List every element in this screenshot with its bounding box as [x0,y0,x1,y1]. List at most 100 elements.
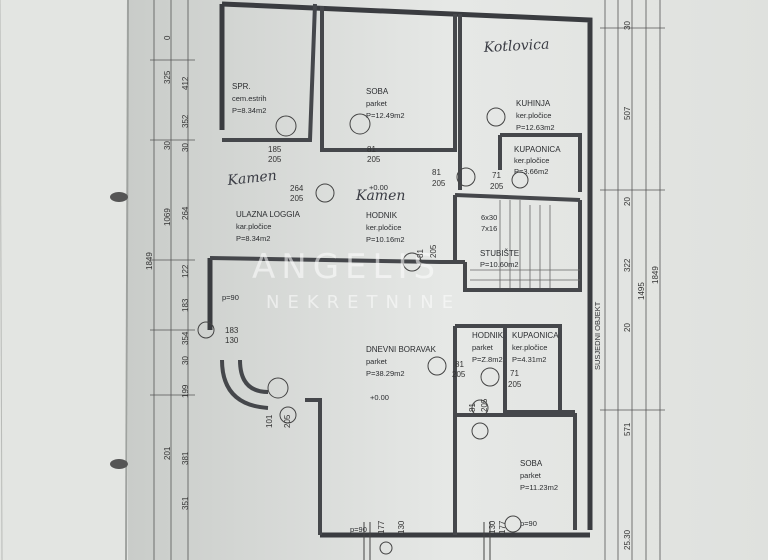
room-name: HODNIK [472,331,504,340]
window-marks [363,522,491,560]
door-height: 130 [488,520,497,534]
room-name: KUPAONICA [512,331,559,340]
door-height: 205 [367,155,381,164]
room-kuhinja: KUHINJA ker.pločice P=12.63m2 [516,99,555,132]
room-spremiste: SPR. cem.estrih P=8.34m2 [232,82,267,115]
dim-label: 1849 [145,252,154,270]
room-area: P=4.31m2 [512,355,546,364]
room-floor: parket [366,99,388,108]
dim-label: 183 [181,298,190,312]
room-area: P=3.66m2 [514,167,548,176]
room-name: KUHINJA [516,99,551,108]
interior-walls [209,3,582,535]
dim-label: 1849 [651,266,660,284]
handwritten-kamen-2: Kamen [355,188,405,204]
door-width: 81 [455,360,464,369]
room-soba-bottom: SOBA parket P=11.23m2 [520,459,558,492]
dim-label: 507 [623,106,632,120]
room-hodnik-top: HODNIK ker.pločice P=10.16m2 [366,211,405,244]
main-sheet [128,0,768,560]
door-height: 205 [480,398,489,412]
dim-label: 30 [623,21,632,30]
door-height: 205 [432,179,446,188]
right-dimension-labels: 30 507 20 322 20 571 25.30 1495 1849 [623,21,660,550]
room-floor: parket [366,357,388,366]
room-dnevni-boravak: DNEVNI BORAVAK parket P=38.29m2 [366,345,437,378]
dim-label: 30 [163,141,172,150]
parapet-bottom-right: p=90 [520,519,537,528]
dim-label: 412 [181,76,190,90]
dim-label: 25.30 [623,529,632,550]
door-width: 264 [290,184,304,193]
dim-label: 30 [181,143,190,152]
room-stubiste: 6x30 7x16 STUBIŠTE P=10.60m2 [480,213,519,269]
door-height: 205 [290,194,304,203]
watermark: ANGELIS NEKRETNINE [252,247,461,313]
room-soba-top: SOBA parket P=12.49m2 [366,87,405,120]
parapet-left: p=90 [222,293,239,302]
dim-label: 1495 [637,282,646,300]
room-name: STUBIŠTE [480,249,519,258]
door-height: 205 [268,155,282,164]
room-floor: cem.estrih [232,94,267,103]
room-floor: ker.pločice [514,156,549,165]
dim-label: 122 [181,264,190,278]
dim-label: 325 [163,70,172,84]
door-height: 205 [283,414,292,428]
room-area: P=8.34m2 [236,234,270,243]
door-width: 81 [432,168,441,177]
dim-label: 20 [623,197,632,206]
door-width: 101 [265,414,274,428]
room-kupaonica-bottom: KUPAONICA ker.pločice P=4.31m2 [512,331,559,364]
room-kupaonica-top: KUPAONICA ker.pločice P=3.66m2 [514,145,561,176]
dim-label: 381 [181,451,190,465]
room-name: DNEVNI BORAVAK [366,345,437,354]
dim-label: 201 [163,446,172,460]
door-swings [197,107,529,555]
dim-label: 264 [181,206,190,220]
door-height: 205 [452,370,466,379]
dim-label: 0 [163,35,172,40]
door-height: 205 [490,182,504,191]
dim-label: 354 [181,331,190,345]
stair-steps-1: 6x30 [481,213,497,222]
door-height: 205 [429,244,438,258]
room-area: P=10.16m2 [366,235,405,244]
room-hodnik-bottom: HODNIK parket P=Z.8m2 [472,331,504,364]
left-dimension-labels: 412 352 30 264 122 183 354 30 199 381 35… [145,35,190,510]
room-area: P=8.34m2 [232,106,266,115]
room-floor: ker.pločice [516,111,551,120]
door-width: 71 [492,171,501,180]
room-area: P=10.60m2 [480,260,519,269]
room-name: SOBA [366,87,389,96]
dim-label: 199 [181,384,190,398]
door-width: 185 [268,145,282,154]
door-dimensions: 185 205 81 205 81 205 71 205 264 205 81 … [225,145,522,534]
level-mark-top: +0.00 [369,183,388,192]
stair-steps-2: 7x16 [481,224,497,233]
door-width: 81 [468,403,477,412]
door-width: 71 [510,369,519,378]
level-mark-bottom: +0.00 [370,393,389,402]
door-width: 183 [225,326,239,335]
room-name: SPR. [232,82,251,91]
room-floor: parket [520,471,542,480]
room-name: SOBA [520,459,543,468]
dim-label: 1069 [163,208,172,226]
binder-rings [110,192,128,469]
room-floor: parket [472,343,494,352]
dim-label: 352 [181,114,190,128]
left-dimension-lines [150,0,195,560]
parapet-bottom-left: p=90 [350,525,367,534]
door-height: 205 [508,380,522,389]
stair-treads [470,200,580,288]
watermark-line2: NEKRETNINE [266,292,461,313]
room-ulazna-loggia: ULAZNA LOGGIA kar.pločice P=8.34m2 [236,210,301,243]
door-height: 130 [225,336,239,345]
door-height: 130 [397,520,406,534]
room-area: P=11.23m2 [520,483,558,492]
room-floor: ker.pločice [366,223,401,232]
dim-label: 322 [623,258,632,272]
watermark-line1: ANGELIS [252,247,441,287]
